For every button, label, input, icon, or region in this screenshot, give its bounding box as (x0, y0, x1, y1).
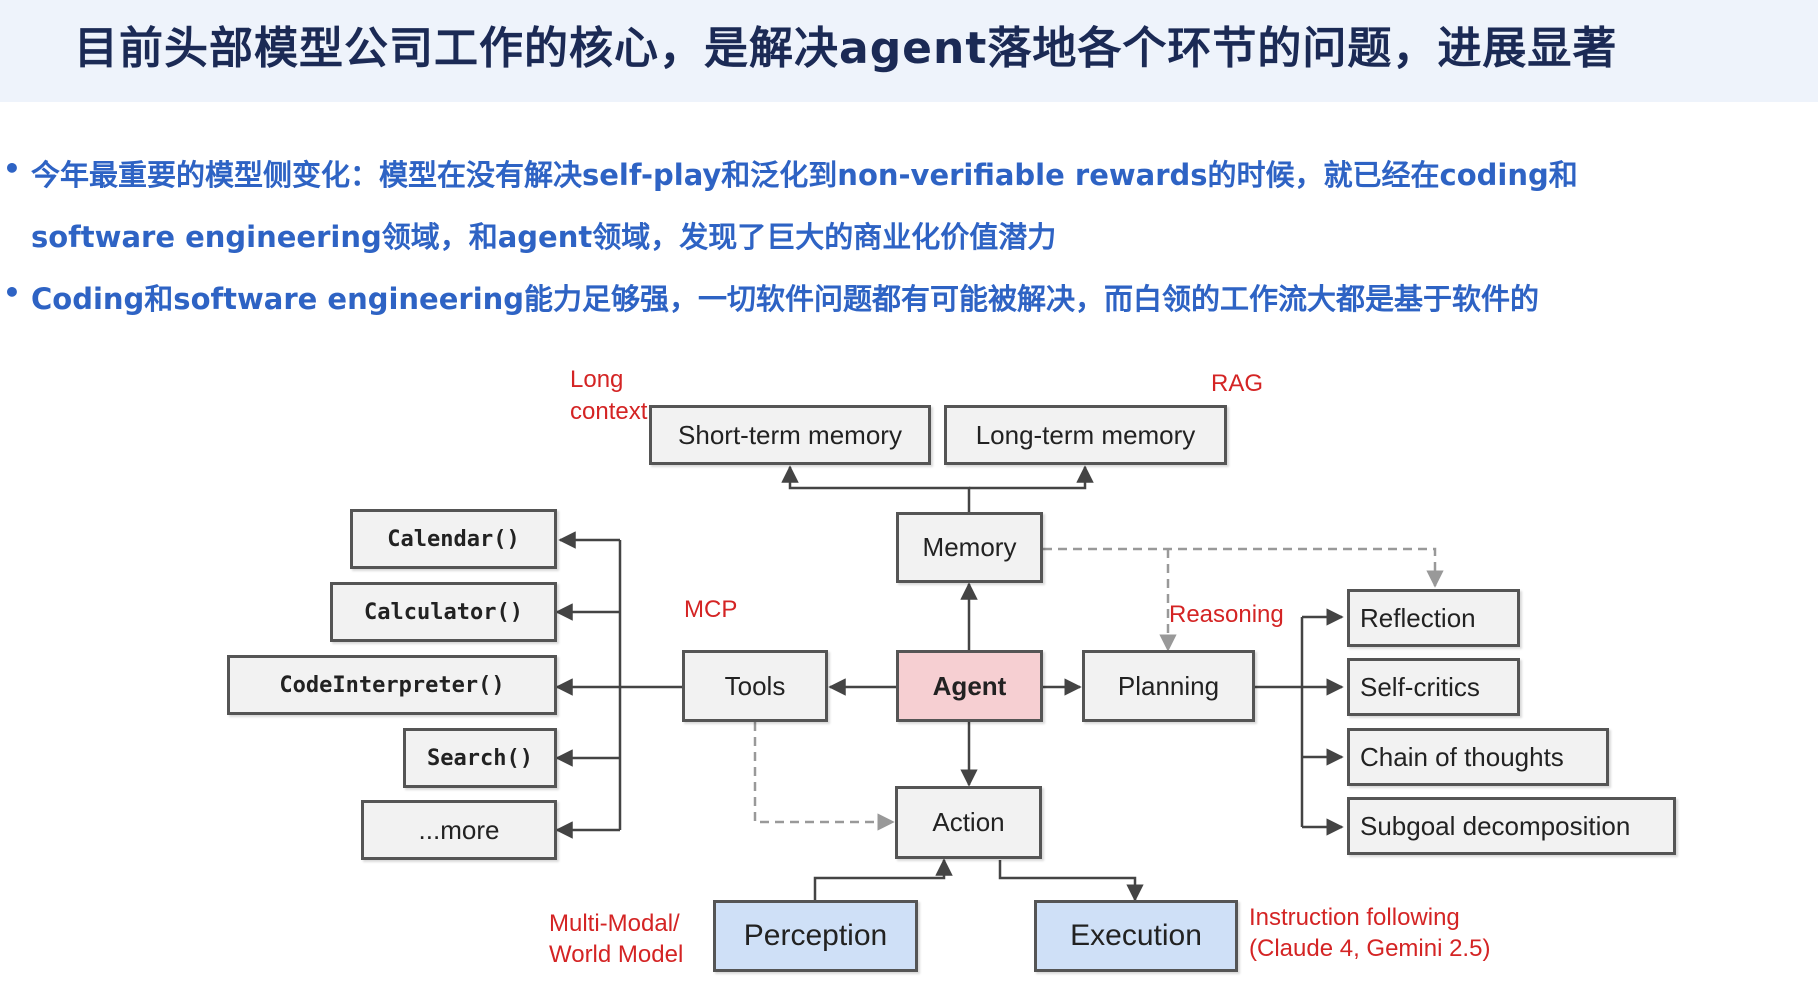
self-critics-box: Self-critics (1347, 658, 1520, 716)
tools-box: Tools (682, 650, 828, 722)
bullet-1-line-1: 今年最重要的模型侧变化：模型在没有解决self-play和泛化到non-veri… (31, 158, 1578, 192)
note-multi-modal-2: World Model (549, 941, 684, 968)
note-multi-modal-1: Multi-Modal/ (549, 910, 680, 937)
note-mcp: MCP (684, 596, 738, 623)
calculator-box: Calculator() (330, 582, 557, 642)
long-term-memory-box: Long-term memory (944, 405, 1227, 465)
reflection-box: Reflection (1347, 589, 1520, 647)
execution-box: Execution (1034, 900, 1238, 972)
bullet-dot: • (3, 152, 21, 185)
bullet-dot: • (3, 276, 21, 309)
page-title: 目前头部模型公司工作的核心，是解决agent落地各个环节的问题，进展显著 (74, 23, 1618, 74)
agent-box: Agent (896, 650, 1043, 722)
note-instruction-1: Instruction following (1249, 904, 1460, 931)
search-box: Search() (403, 728, 557, 788)
title-bar (0, 0, 1818, 102)
note-long-context-1: Long (570, 366, 624, 393)
note-rag: RAG (1211, 370, 1264, 397)
note-reasoning: Reasoning (1169, 601, 1284, 628)
memory-box: Memory (896, 512, 1043, 583)
calendar-box: Calendar() (350, 509, 557, 569)
bullet-1-line-2: software engineering领域，和agent领域，发现了巨大的商业… (31, 220, 1057, 254)
planning-box: Planning (1082, 650, 1255, 722)
perception-box: Perception (713, 900, 918, 972)
code-interpreter-box: CodeInterpreter() (227, 655, 557, 715)
note-long-context-2: context (570, 398, 648, 425)
action-box: Action (895, 786, 1042, 859)
chain-of-thoughts-box: Chain of thoughts (1347, 728, 1609, 786)
note-instruction-2: (Claude 4, Gemini 2.5) (1249, 935, 1491, 962)
short-term-memory-box: Short-term memory (649, 405, 931, 465)
bullet-2-line-1: Coding和software engineering能力足够强，一切软件问题都… (31, 282, 1540, 316)
subgoal-decomposition-box: Subgoal decomposition (1347, 797, 1676, 855)
more-box: ...more (361, 800, 557, 860)
